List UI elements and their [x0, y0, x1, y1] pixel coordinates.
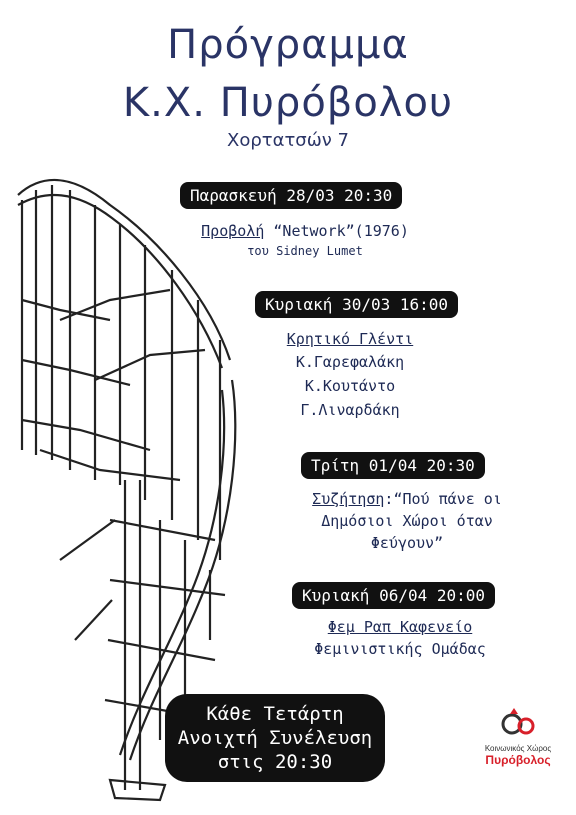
logo-subtitle: Κοινωνικός Χώρος — [484, 744, 552, 753]
event-4-date-badge: Κυριακή 06/04 20:00 — [292, 582, 496, 609]
event-2-performer-1: Κ.Γαρεφαλάκη — [295, 353, 405, 371]
weekly-line-3: στις 20:30 — [217, 751, 333, 773]
event-4-organizer: Φεμινιστικής Ομάδας — [314, 640, 486, 658]
event-1-director: του Sidney Lumet — [247, 244, 363, 258]
event-3-title-start: :“Πού πάνε οι — [384, 490, 502, 508]
event-2-title: Κρητικό Γλέντι — [286, 330, 414, 348]
event-3-date-badge: Τρίτη 01/04 20:30 — [301, 452, 485, 479]
event-3-title-line1: Συζήτηση:“Πού πάνε οι — [284, 490, 530, 508]
weekly-assembly-notice: Κάθε Τετάρτη Ανοιχτή Συνέλευση στις 20:3… — [165, 694, 385, 782]
event-2-performer-3: Γ.Λιναρδάκη — [300, 401, 400, 419]
page-title-line2: Κ.Χ. Πυρόβολου — [122, 80, 454, 126]
address-subtitle: Χορτατσών 7 — [226, 130, 350, 151]
event-1-type: Προβολή — [201, 222, 265, 240]
event-2-date-badge: Κυριακή 30/03 16:00 — [255, 291, 459, 318]
event-3-title-line3: Φεύγουν” — [370, 534, 444, 552]
event-1-title: Προβολή “Network”(1976) — [176, 222, 434, 240]
logo-name: Πυρόβολος — [485, 753, 551, 767]
event-4-title: Φεμ Ραπ Καφενείο — [327, 618, 473, 636]
weekly-line-2: Ανοιχτή Συνέλευση — [177, 727, 373, 749]
weekly-line-1: Κάθε Τετάρτη — [206, 703, 344, 725]
gears-logo-icon — [501, 708, 535, 735]
event-3-title-line2: Δημόσιοι Χώροι όταν — [321, 512, 493, 530]
pyrovolos-logo: Κοινωνικός Χώρος Πυρόβολος — [478, 706, 558, 767]
event-2-performer-2: Κ.Κουτάντο — [304, 377, 396, 395]
event-3-type: Συζήτηση — [312, 490, 385, 508]
page-title-line1: Πρόγραμμα — [167, 22, 409, 68]
event-1-date-badge: Παρασκευή 28/03 20:30 — [180, 182, 403, 209]
event-1-film: “Network”(1976) — [273, 222, 409, 240]
